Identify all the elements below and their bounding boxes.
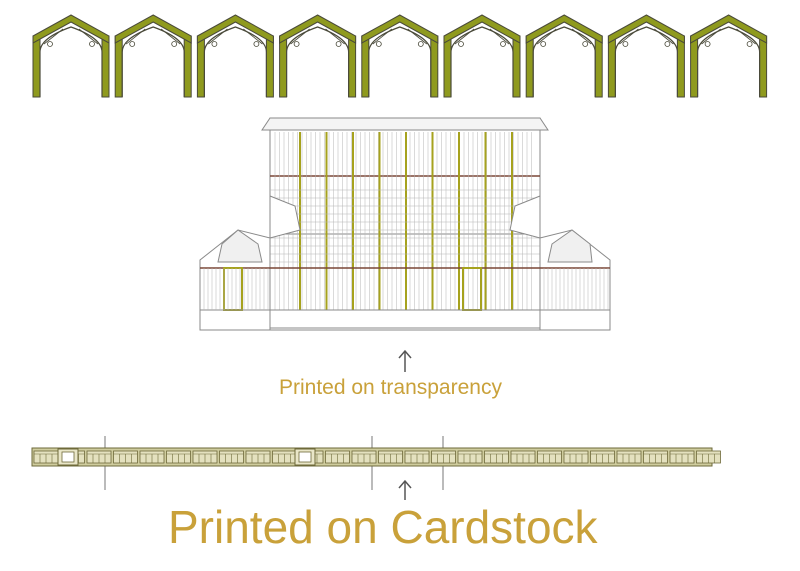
arch-frame (443, 14, 521, 98)
strip-window-cell (378, 450, 403, 464)
strip-window-cell (166, 450, 191, 464)
strip-window-cell (696, 450, 721, 464)
arch-frame (690, 14, 768, 98)
arch-frames-row (32, 14, 768, 98)
strip-window-cell (113, 450, 138, 464)
strip-window-cell (457, 450, 483, 464)
strip-window-cell (245, 450, 271, 464)
arch-frame (114, 14, 192, 98)
wing-glazing-lines (203, 268, 609, 310)
strip-window-cell (192, 450, 218, 464)
strip-window-cell (643, 450, 668, 464)
arch-frame (361, 14, 439, 98)
strip-window-cell (325, 450, 350, 464)
strip-window-cell (537, 450, 562, 464)
strip-window-cell (484, 450, 509, 464)
arch-frame (279, 14, 357, 98)
label-printed-on-transparency: Printed on transparency (279, 376, 502, 399)
greenhouse-elevation-transparency (199, 117, 611, 331)
strip-window-cell (86, 450, 112, 464)
central-glazing-grid (270, 132, 540, 310)
strip-window-cell (510, 450, 536, 464)
strip-window-cell (431, 450, 456, 464)
strip-window-cell (590, 450, 615, 464)
arch-frame (607, 14, 685, 98)
arch-frame (196, 14, 274, 98)
strip-window-cell (139, 450, 165, 464)
label-printed-on-cardstock: Printed on Cardstock (168, 501, 598, 553)
strip-window-cell (272, 450, 297, 464)
strip-window-cell (616, 450, 642, 464)
strip-window-cell (219, 450, 244, 464)
arch-frame (32, 14, 110, 98)
strip-window-cell (669, 450, 695, 464)
strip-window-cell (351, 450, 377, 464)
strip-window-cell (563, 450, 589, 464)
strip-window-cell (404, 450, 430, 464)
base-strip (199, 309, 611, 331)
arch-frame (525, 14, 603, 98)
